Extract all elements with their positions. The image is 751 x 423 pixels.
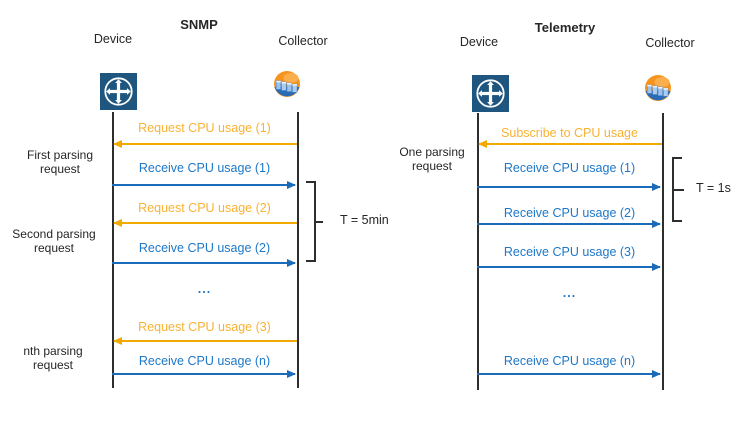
message-label: Receive CPU usage (n) bbox=[503, 354, 636, 368]
interval-bracket bbox=[306, 181, 323, 262]
router-device-icon bbox=[100, 73, 137, 115]
message-label: Receive CPU usage (n) bbox=[138, 354, 271, 368]
message-label: Receive CPU usage (1) bbox=[503, 161, 636, 175]
ellipsis-label: ... bbox=[562, 286, 577, 300]
response-arrow-right bbox=[112, 259, 296, 267]
message-label: Request CPU usage (3) bbox=[138, 320, 271, 334]
snmp-title: SNMP bbox=[180, 17, 218, 32]
message-label: Request CPU usage (1) bbox=[138, 121, 271, 135]
snmp-interval-label: T = 5min bbox=[340, 213, 389, 227]
message-label: Subscribe to CPU usage bbox=[501, 126, 638, 140]
telemetry-interval-label: T = 1s bbox=[696, 181, 731, 195]
message-label: Receive CPU usage (3) bbox=[503, 245, 636, 259]
response-arrow-right bbox=[477, 263, 661, 271]
snmp-device-label: Device bbox=[93, 32, 133, 46]
collector-globe-icon bbox=[273, 70, 301, 103]
interval-bracket bbox=[672, 157, 684, 222]
request-arrow-left bbox=[113, 140, 297, 148]
telemetry-collector-label: Collector bbox=[645, 36, 695, 50]
snmp-side-label-second: Second parsing request bbox=[12, 227, 96, 255]
response-arrow-right bbox=[112, 181, 296, 189]
request-arrow-left bbox=[478, 140, 662, 148]
snmp-device-lifeline bbox=[112, 112, 114, 388]
router-device-icon bbox=[472, 75, 509, 117]
ellipsis-label: ... bbox=[197, 282, 212, 296]
snmp-collector-label: Collector bbox=[278, 34, 328, 48]
telemetry-title: Telemetry bbox=[534, 20, 596, 35]
telemetry-device-label: Device bbox=[459, 35, 499, 49]
request-arrow-left bbox=[113, 219, 297, 227]
snmp-collector-lifeline bbox=[297, 112, 299, 388]
snmp-side-label-first: First parsing request bbox=[26, 148, 94, 176]
request-arrow-left bbox=[113, 337, 297, 345]
message-label: Receive CPU usage (1) bbox=[138, 161, 271, 175]
response-arrow-right bbox=[477, 183, 661, 191]
response-arrow-right bbox=[112, 370, 296, 378]
message-label: Receive CPU usage (2) bbox=[138, 241, 271, 255]
telemetry-collector-lifeline bbox=[662, 113, 664, 390]
response-arrow-right bbox=[477, 220, 661, 228]
telemetry-side-label-one: One parsing request bbox=[399, 145, 465, 173]
message-label: Receive CPU usage (2) bbox=[503, 206, 636, 220]
collector-globe-icon bbox=[644, 74, 672, 107]
response-arrow-right bbox=[477, 370, 661, 378]
snmp-side-label-nth: nth parsing request bbox=[23, 344, 83, 372]
telemetry-device-lifeline bbox=[477, 113, 479, 390]
message-label: Request CPU usage (2) bbox=[138, 201, 271, 215]
